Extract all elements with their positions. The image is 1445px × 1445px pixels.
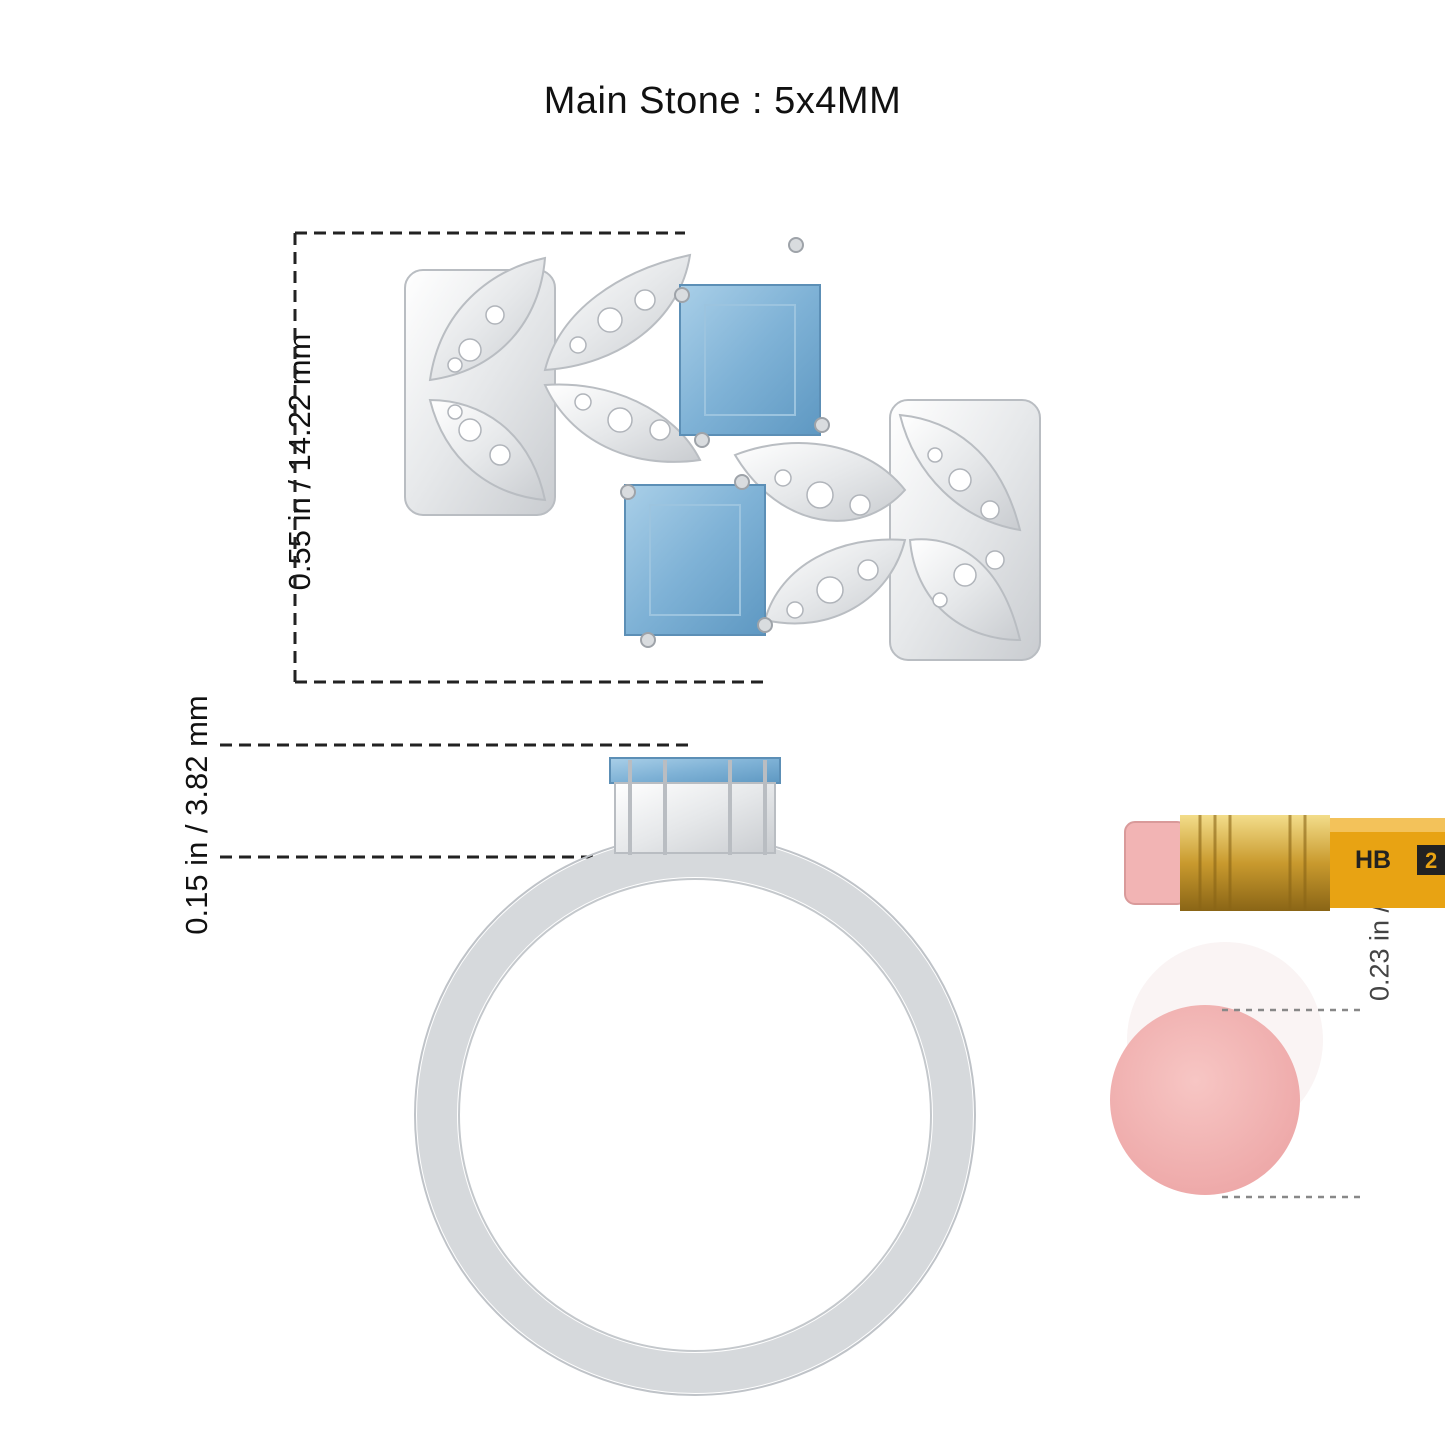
page-title: Main Stone : 5x4MM [543, 80, 902, 122]
pencil-grade-label: HB [1355, 846, 1391, 874]
ring-top-view [404, 237, 1041, 661]
pencil-number-label: 2 [1425, 848, 1437, 873]
top-view-dimension-lines [293, 231, 765, 684]
main-stone-lower [620, 474, 773, 648]
eraser-end-illustration [1110, 942, 1360, 1199]
ring-side-view [414, 757, 976, 1396]
main-stone-upper [674, 237, 830, 448]
pencil-illustration [1124, 815, 1445, 911]
